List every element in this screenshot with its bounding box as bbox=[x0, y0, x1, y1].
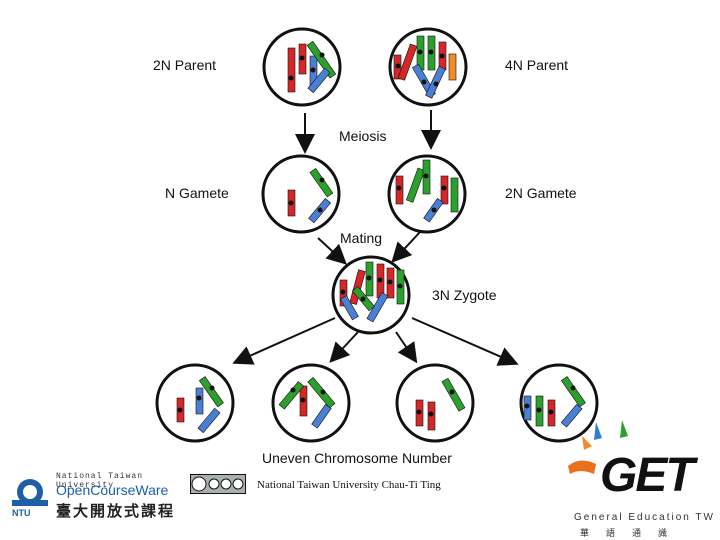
chromosomes-4n-parent bbox=[393, 35, 457, 99]
get-figure-icon bbox=[568, 420, 628, 474]
cell-offspring-2 bbox=[271, 363, 351, 443]
arrow-to-offspring-4 bbox=[411, 317, 519, 366]
arrow-to-offspring-2 bbox=[329, 331, 359, 363]
ntu-ocw-name: OpenCourseWare bbox=[56, 482, 169, 498]
get-subtitle: General Education TW bbox=[574, 512, 715, 523]
ntu-emblem-icon bbox=[12, 479, 48, 506]
chromosomes-2n-gamete bbox=[395, 159, 459, 223]
label-mating: Mating bbox=[340, 230, 383, 246]
label-uneven-chromosome-number: Uneven Chromosome Number bbox=[262, 450, 452, 466]
ntu-chinese-name: 臺大開放式課程 bbox=[56, 502, 176, 520]
chromosomes-n-gamete bbox=[287, 168, 334, 224]
get-wordmark: GET bbox=[600, 449, 695, 502]
creative-commons-badge-icon bbox=[190, 474, 246, 494]
arrow-mating-left bbox=[317, 237, 347, 265]
label-meiosis: Meiosis bbox=[339, 128, 387, 144]
ntu-english-name: National Taiwan University bbox=[56, 472, 144, 490]
get-chinese-name: 華語通識 bbox=[580, 529, 685, 539]
chromosomes-offspring-1 bbox=[176, 376, 224, 434]
arrow-to-offspring-3 bbox=[395, 331, 418, 364]
label-2n-gamete: 2N Gamete bbox=[505, 185, 577, 201]
ntu-ocw-logo: NTU National Taiwan University OpenCours… bbox=[6, 472, 186, 522]
chromosomes-offspring-4 bbox=[523, 376, 586, 428]
chromosomes-offspring-3 bbox=[415, 377, 466, 431]
arrow-to-offspring-1 bbox=[232, 317, 336, 365]
label-4n-parent: 4N Parent bbox=[505, 57, 569, 73]
label-3n-zygote: 3N Zygote bbox=[432, 287, 497, 303]
chromosomes-offspring-2 bbox=[278, 376, 336, 429]
get-logo: GET General Education TW 華語通識 bbox=[566, 418, 720, 540]
chromosomes-2n-parent bbox=[287, 40, 337, 94]
label-n-gamete: N Gamete bbox=[165, 185, 229, 201]
chromosomes-3n-zygote bbox=[339, 261, 405, 323]
label-2n-parent: 2N Parent bbox=[153, 57, 217, 73]
cell-offspring-1 bbox=[155, 363, 235, 443]
arrow-mating-right bbox=[391, 231, 421, 263]
ntu-abbr: NTU bbox=[12, 508, 31, 518]
credit-text: National Taiwan University Chau-Ti Ting bbox=[257, 479, 441, 491]
